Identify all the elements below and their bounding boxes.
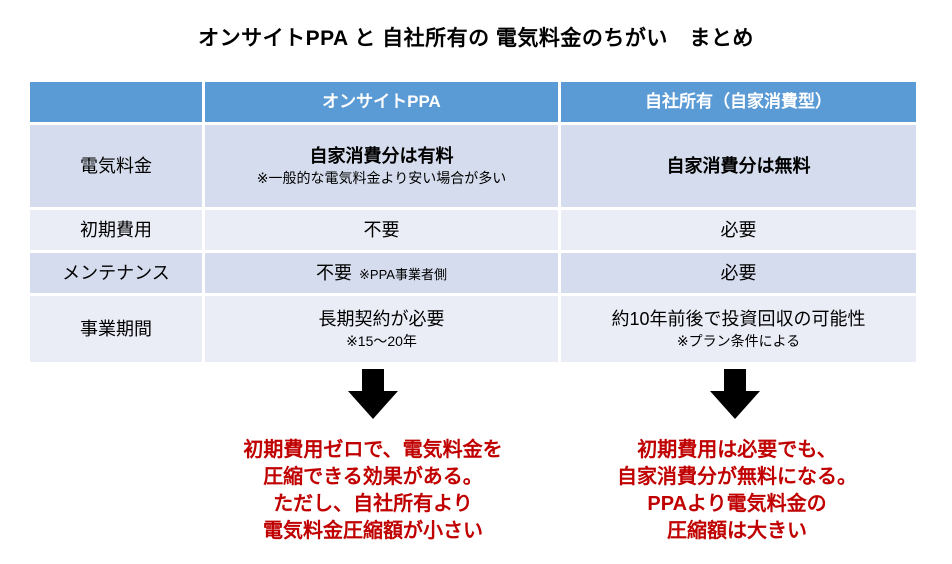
cell-main-text: 必要: [720, 219, 757, 240]
cell-main-text: 不要: [363, 219, 400, 240]
header-cell-empty: [30, 82, 202, 122]
down-arrow-icon: [348, 369, 398, 419]
cell-main-text: 不要: [316, 262, 353, 283]
cell-initial-cost-ppa: 不要: [205, 210, 558, 250]
table-row-label-initial-cost: 初期費用: [30, 210, 202, 250]
cell-main-text: 自家消費分は無料: [666, 155, 811, 176]
conclusion-line: 自家消費分が無料になる。: [617, 466, 857, 488]
conclusion-line: 圧縮額は大きい: [667, 520, 807, 542]
cell-initial-cost-own: 必要: [561, 210, 916, 250]
row-label: 電気料金: [80, 155, 152, 176]
header-cell-ppa: オンサイトPPA: [205, 82, 558, 122]
conclusion-line: 初期費用は必要でも、: [637, 439, 837, 461]
cell-electricity-ppa: 自家消費分は有料 ※一般的な電気料金より安い場合が多い: [205, 125, 558, 207]
cell-main-text: 自家消費分は有料: [309, 146, 454, 166]
cell-note-text: ※一般的な電気料金より安い場合が多い: [256, 169, 507, 186]
cell-note-text: ※プラン条件による: [676, 332, 801, 349]
conclusion-line: PPAより電気料金の: [647, 493, 827, 515]
cell-note-text: ※15～20年: [346, 332, 417, 349]
page-title: オンサイトPPA と 自社所有の 電気料金のちがい まとめ: [198, 27, 754, 50]
cell-inline-group: 不要 ※PPA事業者側: [316, 262, 447, 285]
conclusion-line: 電気料金圧縮額が小さい: [263, 520, 483, 542]
conclusion-ppa: 初期費用ゼロで、電気料金を 圧縮できる効果がある。 ただし、自社所有より 電気料…: [193, 437, 553, 545]
header-cell-own: 自社所有（自家消費型）: [561, 82, 916, 122]
conclusion-line: 圧縮できる効果がある。: [263, 466, 483, 488]
table-row-label-maintenance: メンテナンス: [30, 253, 202, 293]
row-label: メンテナンス: [62, 262, 170, 283]
conclusion-line: ただし、自社所有より: [273, 493, 473, 515]
down-arrow-icon: [710, 369, 760, 419]
cell-main-text: 約10年前後で投資回収の可能性: [611, 309, 866, 329]
cell-maintenance-ppa: 不要 ※PPA事業者側: [205, 253, 558, 293]
cell-inline-note: ※PPA事業者側: [359, 266, 447, 282]
row-label: 事業期間: [80, 318, 152, 339]
cell-electricity-own: 自家消費分は無料: [561, 125, 916, 207]
conclusion-own: 初期費用は必要でも、 自家消費分が無料になる。 PPAより電気料金の 圧縮額は大…: [557, 437, 917, 545]
cell-period-ppa: 長期契約が必要 ※15～20年: [205, 296, 558, 362]
comparison-table: オンサイトPPA 自社所有（自家消費型） 電気料金 自家消費分は有料 ※一般的な…: [30, 82, 916, 362]
conclusion-line: 初期費用ゼロで、電気料金を: [243, 439, 503, 461]
row-label: 初期費用: [80, 219, 152, 240]
cell-main-text: 必要: [720, 262, 757, 283]
table-row-label-electricity: 電気料金: [30, 125, 202, 207]
table-row-label-period: 事業期間: [30, 296, 202, 362]
cell-main-text: 長期契約が必要: [318, 309, 445, 329]
cell-maintenance-own: 必要: [561, 253, 916, 293]
cell-period-own: 約10年前後で投資回収の可能性 ※プラン条件による: [561, 296, 916, 362]
